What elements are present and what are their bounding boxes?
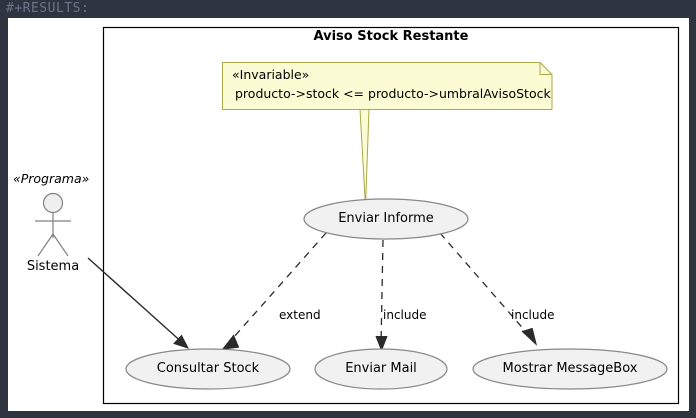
usecase-mostrar-messagebox[interactable]: [472, 348, 668, 390]
edge-enviar-informe-include-mostrar-messagebox: [439, 232, 538, 346]
edge-enviar-informe-extend-consultar-stock: [221, 232, 327, 350]
note-stereotype: «Invariable»: [232, 67, 310, 82]
actor-head-icon: [42, 192, 64, 214]
note-constraint-text: producto->stock <= producto->umbralAviso…: [235, 86, 551, 101]
org-results-tag: #+RESULTS:: [6, 1, 90, 16]
edge-label-include-enviar-mail: include: [383, 308, 427, 322]
edge-label-include-mostrar-messagebox: include: [511, 308, 555, 322]
actor-leg-right-line: [52, 233, 69, 257]
diagram-canvas: Aviso Stock Restante «Invariable» produc…: [8, 18, 689, 411]
note-anchor-wedge: [359, 108, 370, 208]
usecase-enviar-informe[interactable]: [303, 198, 469, 240]
actor-stereotype: «Programa»: [13, 171, 90, 186]
edge-enviar-informe-include-enviar-mail: [375, 239, 388, 352]
use-case-diagram: [35, 26, 680, 405]
actor-sistema-figure: [35, 192, 71, 257]
note-fold-icon: [539, 62, 552, 75]
usecase-label-enviar-mail[interactable]: Enviar Mail: [345, 361, 417, 376]
package-title: Aviso Stock Restante: [313, 29, 469, 44]
usecase-label-consultar-stock[interactable]: Consultar Stock: [156, 361, 260, 376]
usecase-enviar-mail[interactable]: [314, 348, 448, 390]
usecase-label-mostrar-messagebox[interactable]: Mostrar MessageBox: [502, 361, 638, 376]
package-frame: [102, 26, 680, 405]
note-box: [222, 62, 553, 110]
usecase-consultar-stock[interactable]: [125, 348, 291, 390]
actor-leg-left-line: [37, 233, 54, 257]
edge-label-extend: extend: [279, 308, 321, 322]
edge-actor-to-consultar-stock: [87, 257, 190, 349]
actor-name-label: Sistema: [26, 259, 80, 274]
usecase-label-enviar-informe[interactable]: Enviar Informe: [338, 211, 434, 226]
